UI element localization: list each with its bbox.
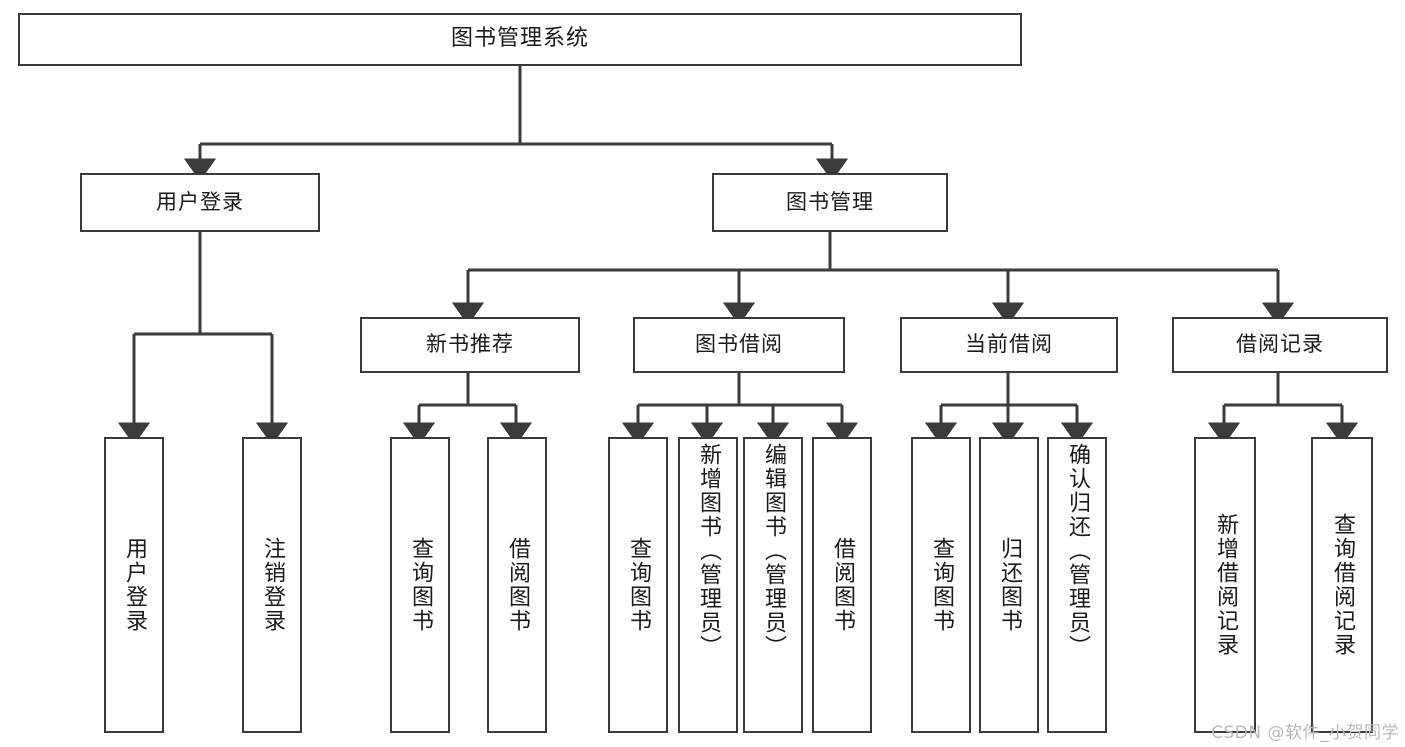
leaf-query-book-3[interactable]: 查询图书: [911, 437, 971, 733]
leaf-return-book-label: 归还图书: [996, 537, 1022, 633]
csdn-watermark: CSDN @软件_小贺同学: [1211, 723, 1399, 743]
leaf-query-book-3-label: 查询图书: [928, 537, 954, 633]
leaf-user-login[interactable]: 用户登录: [104, 437, 164, 733]
node-current-borrow[interactable]: 当前借阅: [900, 317, 1118, 373]
node-current-borrow-label: 当前借阅: [965, 332, 1053, 357]
node-user-login-label: 用户登录: [156, 189, 244, 214]
node-borrow-record-label: 借阅记录: [1236, 332, 1324, 357]
node-new-book-recommend-label: 新书推荐: [426, 332, 514, 357]
node-user-login[interactable]: 用户登录: [80, 173, 320, 232]
node-book-manage[interactable]: 图书管理: [712, 173, 948, 232]
leaf-borrow-book-2[interactable]: 借阅图书: [812, 437, 872, 733]
leaf-add-borrow-record-label: 新增借阅记录: [1212, 513, 1238, 657]
node-book-borrow[interactable]: 图书借阅: [633, 317, 845, 373]
node-root-label: 图书管理系统: [450, 26, 589, 52]
leaf-query-book-2-label: 查询图书: [625, 537, 651, 633]
node-borrow-record[interactable]: 借阅记录: [1172, 317, 1388, 373]
leaf-confirm-return-label: 确认归还（管理员）: [1064, 443, 1090, 659]
leaf-query-book-1-label: 查询图书: [407, 537, 433, 633]
leaf-logout-login[interactable]: 注销登录: [242, 437, 302, 733]
leaf-logout-login-label: 注销登录: [259, 537, 285, 633]
leaf-borrow-book-2-label: 借阅图书: [829, 537, 855, 633]
leaf-query-borrow-record[interactable]: 查询借阅记录: [1311, 437, 1373, 733]
leaf-borrow-book-1-label: 借阅图书: [504, 537, 530, 633]
node-book-borrow-label: 图书借阅: [695, 332, 783, 357]
leaf-edit-book-label: 编辑图书（管理员）: [760, 443, 786, 659]
leaf-edit-book[interactable]: 编辑图书（管理员）: [743, 437, 803, 733]
leaf-add-book-label: 新增图书（管理员）: [695, 443, 721, 659]
leaf-query-book-2[interactable]: 查询图书: [608, 437, 668, 733]
leaf-add-borrow-record[interactable]: 新增借阅记录: [1194, 437, 1256, 733]
leaf-query-borrow-record-label: 查询借阅记录: [1329, 513, 1355, 657]
leaf-add-book[interactable]: 新增图书（管理员）: [678, 437, 738, 733]
leaf-user-login-label: 用户登录: [121, 537, 147, 633]
node-root[interactable]: 图书管理系统: [18, 13, 1022, 66]
leaf-query-book-1[interactable]: 查询图书: [390, 437, 450, 733]
node-new-book-recommend[interactable]: 新书推荐: [360, 317, 580, 373]
leaf-return-book[interactable]: 归还图书: [979, 437, 1039, 733]
leaf-confirm-return[interactable]: 确认归还（管理员）: [1047, 437, 1107, 733]
node-book-manage-label: 图书管理: [786, 189, 874, 214]
leaf-borrow-book-1[interactable]: 借阅图书: [487, 437, 547, 733]
